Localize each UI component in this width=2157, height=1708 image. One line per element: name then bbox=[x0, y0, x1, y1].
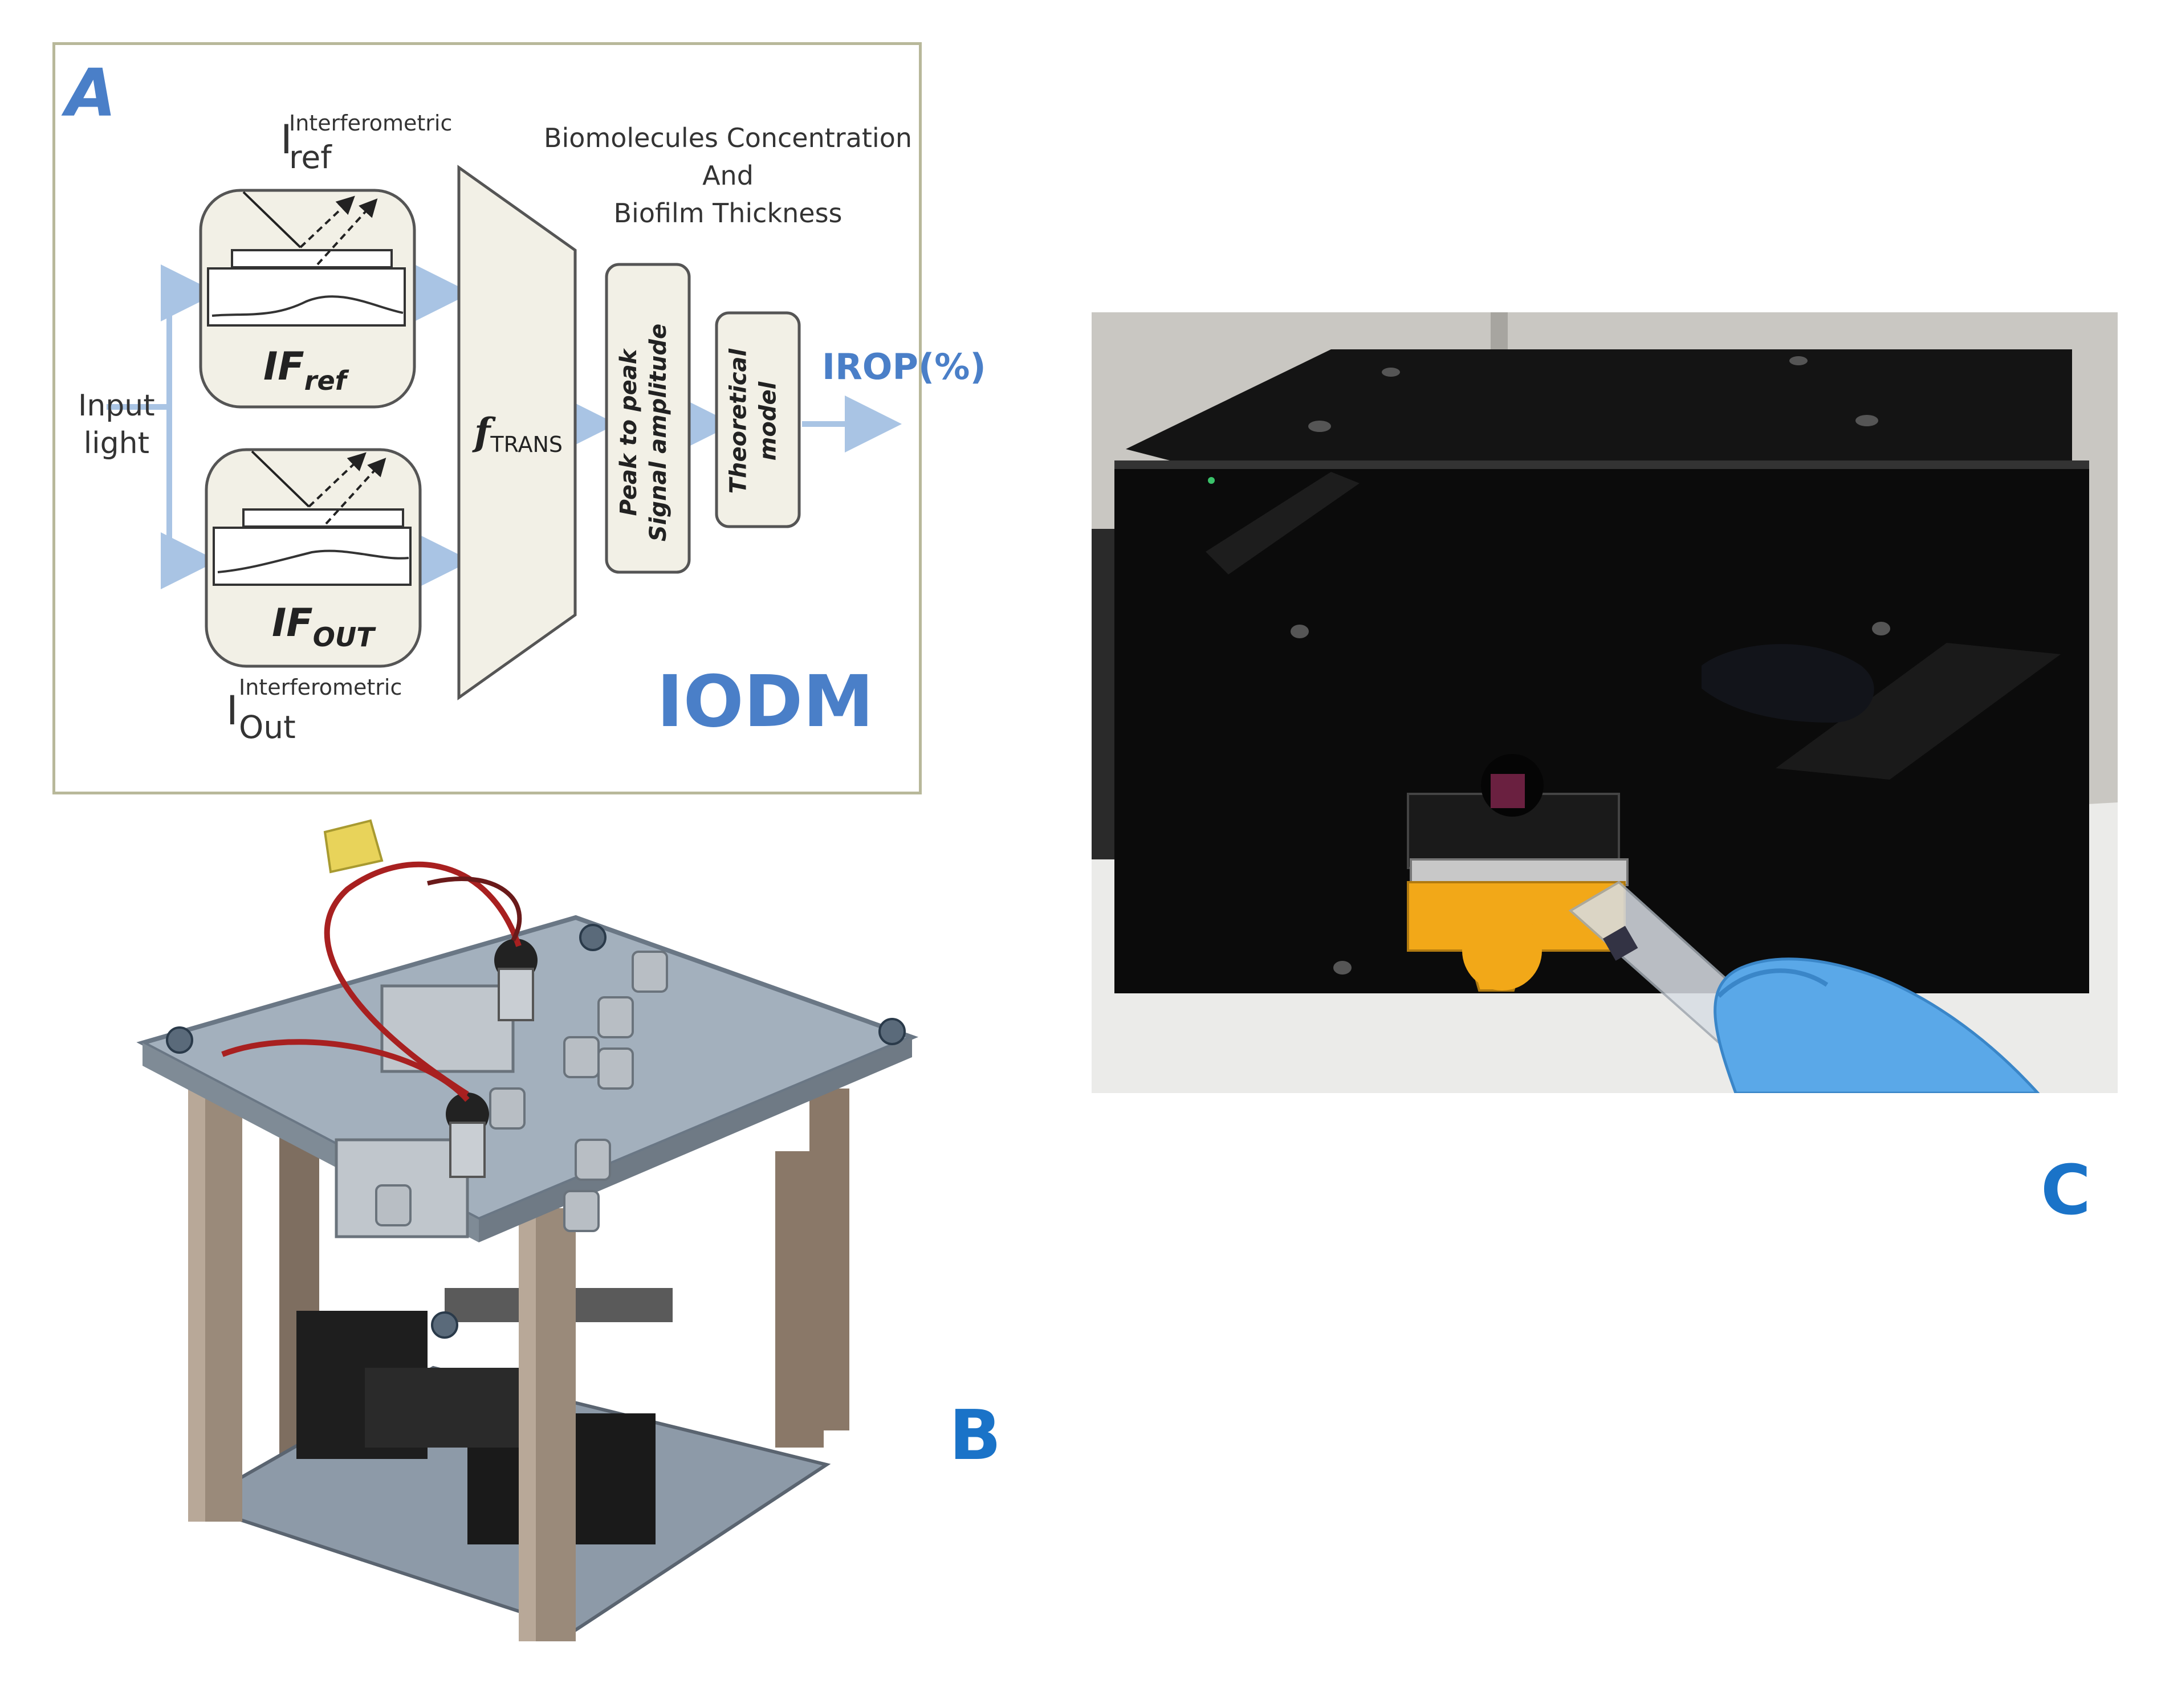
biomolecules-line2: And bbox=[702, 160, 754, 191]
if-out-box bbox=[205, 448, 422, 668]
iref-superscript: Interferometric bbox=[289, 111, 453, 136]
peak-to-peak-box bbox=[605, 263, 691, 574]
input-branch-arrows bbox=[107, 264, 902, 589]
if-ref-main: IF bbox=[263, 344, 304, 389]
iout-main: I bbox=[226, 687, 238, 734]
theoretical-model-box bbox=[715, 311, 801, 528]
biomolecules-label: Biomolecules Concentration And Biofilm T… bbox=[543, 119, 913, 232]
iout-subscript: Out bbox=[239, 709, 296, 745]
peak-line2: Signal amplitude bbox=[645, 323, 671, 542]
theoretical-model-text: Theoretical model bbox=[724, 315, 792, 528]
iref-subscript: ref bbox=[289, 139, 332, 176]
input-light-line1: Input bbox=[78, 389, 155, 423]
iout-superscript: Interferometric bbox=[239, 675, 402, 700]
input-light-label: Input light bbox=[78, 387, 155, 462]
theory-line1: Theoretical bbox=[725, 348, 752, 494]
panel-b-label: B bbox=[949, 1396, 1002, 1475]
peak-line1: Peak to peak bbox=[616, 349, 642, 516]
biomolecules-line3: Biofilm Thickness bbox=[613, 198, 843, 229]
panel-b-photo bbox=[136, 819, 919, 1641]
irop-label: IROP(%) bbox=[822, 346, 986, 388]
if-ref-sub: ref bbox=[304, 365, 347, 396]
panel-c-label: C bbox=[2041, 1151, 2091, 1230]
if-ref-label: IFref bbox=[263, 344, 347, 396]
peak-to-peak-text: Peak to peak Signal amplitude bbox=[614, 279, 682, 586]
if-out-main: IF bbox=[272, 601, 313, 646]
panel-c-photo bbox=[1092, 312, 2118, 1093]
panel-a: A I Interferometric ref Biomolecules Con… bbox=[52, 42, 986, 794]
ftrans-label: fTRANS bbox=[474, 410, 563, 457]
ftrans-block bbox=[457, 165, 577, 700]
ftrans-main: f bbox=[474, 410, 491, 454]
if-ref-box bbox=[199, 189, 416, 409]
theory-line2: model bbox=[755, 381, 782, 461]
if-out-label: IFOUT bbox=[272, 601, 375, 653]
input-light-line2: light bbox=[83, 426, 149, 460]
iref-main: I bbox=[280, 116, 292, 163]
ftrans-sub: TRANS bbox=[490, 432, 563, 457]
panel-a-label: A bbox=[66, 55, 117, 132]
biomolecules-line1: Biomolecules Concentration bbox=[543, 123, 913, 153]
iodm-label: IODM bbox=[657, 661, 874, 743]
diagram-graphics bbox=[107, 165, 902, 700]
if-out-sub: OUT bbox=[312, 622, 375, 653]
